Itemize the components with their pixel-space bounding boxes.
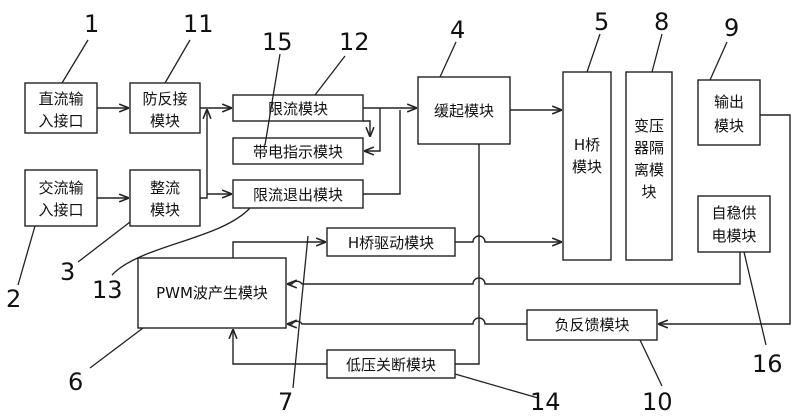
svg-text:低压关断模块: 低压关断模块 xyxy=(346,356,436,374)
soft-start-module: 缓起模块 xyxy=(417,76,511,145)
svg-text:模块: 模块 xyxy=(572,158,602,176)
ref-number: 11 xyxy=(183,10,214,38)
ref-number: 15 xyxy=(262,28,293,56)
live-indicator-module: 带电指示模块 xyxy=(232,137,364,165)
anti-reverse-module: 防反接 模块 xyxy=(129,82,201,134)
ref-number: 6 xyxy=(68,368,83,396)
svg-text:直流输: 直流输 xyxy=(38,90,83,108)
svg-text:变压: 变压 xyxy=(634,117,664,135)
pwm-generator-module: PWM波产生模块 xyxy=(137,257,287,329)
svg-text:模块: 模块 xyxy=(150,201,180,219)
ref-number: 4 xyxy=(450,16,465,44)
svg-text:模块: 模块 xyxy=(150,112,180,130)
limit-exit-module: 限流退出模块 xyxy=(232,179,364,209)
svg-text:器隔: 器隔 xyxy=(634,139,664,157)
svg-text:交流输: 交流输 xyxy=(38,179,83,197)
negative-feedback-module: 负反馈模块 xyxy=(526,309,658,341)
h-bridge-driver-module: H桥驱动模块 xyxy=(326,227,456,257)
svg-text:块: 块 xyxy=(641,183,656,201)
self-supply-module: 自稳供 电模块 xyxy=(697,195,771,253)
ac-input-module: 交流输 入接口 xyxy=(24,169,98,227)
ref-number: 5 xyxy=(594,8,609,36)
ref-number: 8 xyxy=(654,8,669,36)
svg-text:整流: 整流 xyxy=(150,179,180,197)
wires xyxy=(97,108,791,365)
ref-number: 2 xyxy=(6,285,21,313)
svg-text:输出: 输出 xyxy=(714,93,744,111)
ref-number: 12 xyxy=(339,28,370,56)
svg-text:入接口: 入接口 xyxy=(38,201,83,219)
svg-text:防反接: 防反接 xyxy=(142,90,187,108)
svg-text:负反馈模块: 负反馈模块 xyxy=(554,316,629,334)
svg-text:PWM波产生模块: PWM波产生模块 xyxy=(156,284,268,302)
ref-number: 1 xyxy=(84,10,99,38)
svg-text:限流退出模块: 限流退出模块 xyxy=(253,186,343,204)
svg-text:入接口: 入接口 xyxy=(38,112,83,130)
ref-number: 14 xyxy=(530,388,561,416)
svg-text:缓起模块: 缓起模块 xyxy=(434,102,494,120)
reference-labels: 1 11 15 12 4 5 8 9 2 3 13 6 7 14 10 16 xyxy=(6,8,783,416)
ref-number: 10 xyxy=(642,388,673,416)
svg-text:限流模块: 限流模块 xyxy=(268,100,328,118)
transformer-isolation-module: 变压 器隔 离模 块 xyxy=(625,71,673,261)
svg-text:电模块: 电模块 xyxy=(711,227,756,245)
output-module: 输出 模块 xyxy=(697,79,761,146)
ref-number: 9 xyxy=(724,14,739,42)
ref-number: 13 xyxy=(92,276,123,304)
h-bridge-module: H桥 模块 xyxy=(562,71,612,261)
ref-number: 16 xyxy=(752,350,783,378)
svg-text:带电指示模块: 带电指示模块 xyxy=(253,143,343,161)
current-limit-module: 限流模块 xyxy=(232,94,364,122)
svg-text:模块: 模块 xyxy=(714,117,744,135)
dc-input-module: 直流输 入接口 xyxy=(24,82,98,134)
ref-number: 7 xyxy=(278,388,293,416)
svg-text:H桥驱动模块: H桥驱动模块 xyxy=(348,234,434,252)
rectifier-module: 整流 模块 xyxy=(129,169,201,227)
undervoltage-cutoff-module: 低压关断模块 xyxy=(326,349,456,379)
svg-text:H桥: H桥 xyxy=(574,136,600,154)
svg-text:自稳供: 自稳供 xyxy=(711,204,756,222)
ref-number: 3 xyxy=(60,258,75,286)
svg-text:离模: 离模 xyxy=(634,161,664,179)
